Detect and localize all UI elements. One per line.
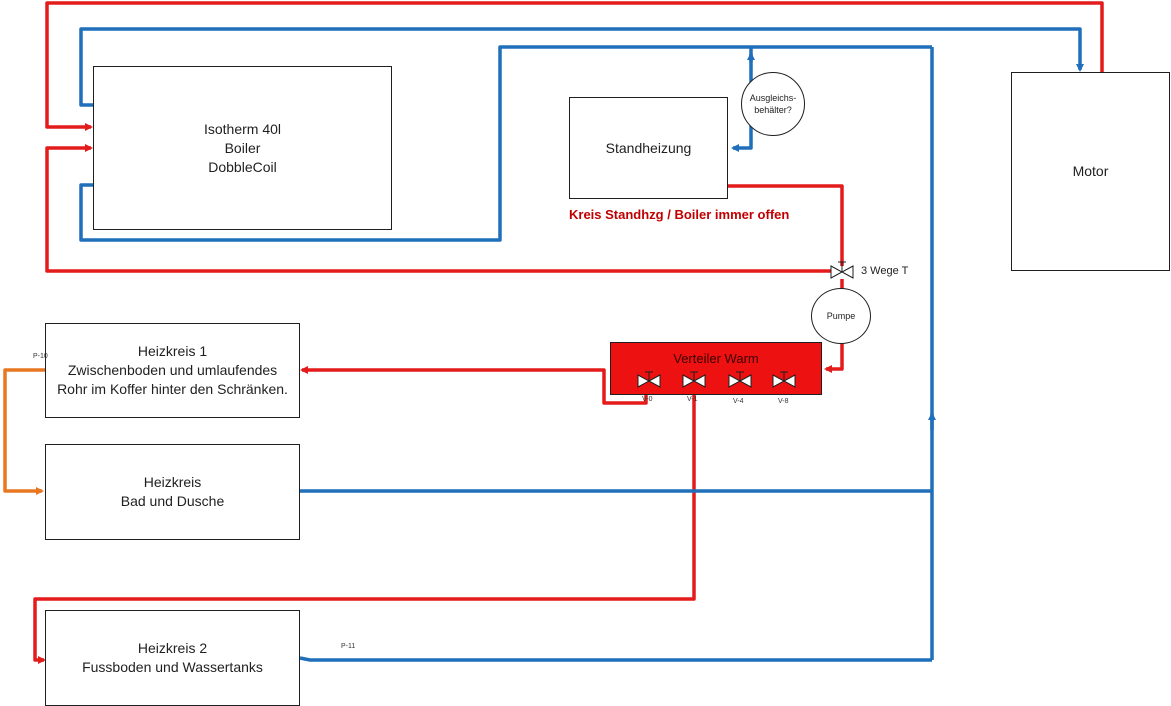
verteiler-title: Verteiler Warm — [673, 351, 759, 366]
pipe-heizkreis2-return-cold — [299, 656, 932, 662]
boiler-line-1: Isotherm 40l — [203, 120, 282, 137]
pipe-valve-to-boiler-hot — [45, 144, 832, 273]
pump-label: Pumpe — [826, 311, 856, 321]
ausgleich-line-1: Ausgleichs- — [749, 93, 797, 103]
pipe-standheizung-to-valve-hot — [728, 184, 844, 266]
valve-v4 — [728, 371, 752, 388]
valve-v0 — [637, 371, 661, 388]
pipe-label-p10: P-10 — [33, 353, 48, 360]
valve-label-v0: V-0 — [642, 396, 653, 403]
standheizung-label: Standheizung — [605, 139, 692, 156]
bad-line-2: Bad und Dusche — [120, 493, 225, 509]
ausgleich-line-2: behälter? — [754, 105, 792, 115]
pipe-label-p11: P-11 — [341, 643, 356, 650]
valve-v1 — [682, 371, 706, 388]
pipe-boiler-return-cold — [79, 45, 932, 242]
pipe-pump-to-verteiler-hot — [824, 342, 844, 373]
bad-box: Heizkreis Bad und Dusche — [45, 444, 300, 540]
heizkreis2-line-2: Fussboden und Wassertanks — [82, 659, 263, 675]
pipe-heizkreis1-to-bad — [3, 368, 45, 495]
boiler-line-2: Boiler — [224, 139, 261, 156]
pipe-verteiler-to-heizkreis2-hot — [33, 392, 696, 664]
heizkreis2-box: Heizkreis 2 Fussboden und Wassertanks — [45, 610, 300, 706]
three-way-valve-label: 3 Wege T — [861, 265, 909, 277]
pump: Pumpe — [811, 288, 871, 344]
pipe-motor-to-boiler-hot — [45, 1, 1104, 131]
verteiler-warm: Verteiler Warm — [610, 342, 822, 395]
three-way-valve — [830, 261, 854, 279]
standheizung-box: Standheizung — [569, 97, 728, 199]
valve-label-v8: V-8 — [778, 398, 789, 405]
bad-line-1: Heizkreis — [143, 474, 202, 490]
verteiler-valves — [637, 371, 796, 388]
heizkreis2-line-1: Heizkreis 2 — [137, 640, 208, 656]
boiler-box: Isotherm 40l Boiler DobbleCoil — [93, 66, 392, 230]
heizkreis1-box: Heizkreis 1 Zwischenboden und umlaufende… — [45, 323, 300, 418]
heizkreis1-line-1: Heizkreis 1 — [137, 343, 208, 359]
pipe-verteiler-to-heizkreis1-hot — [300, 366, 648, 405]
boiler-line-3: DobbleCoil — [208, 158, 277, 175]
circuit-note: Kreis Standhzg / Boiler immer offen — [569, 207, 790, 222]
pipe-boiler-to-motor-cold — [79, 27, 1084, 107]
valve-label-v1: V-1 — [687, 396, 698, 403]
ausgleichsbehaelter: Ausgleichs- behälter? — [741, 72, 805, 136]
motor-label: Motor — [1072, 163, 1109, 179]
heizkreis1-line-2: Zwischenboden und umlaufendes — [67, 362, 278, 378]
valve-v8 — [772, 371, 796, 388]
motor-box: Motor — [1011, 72, 1170, 271]
valve-label-v4: V-4 — [733, 398, 744, 405]
heizkreis1-line-3: Rohr im Koffer hinter den Schränken. — [57, 381, 288, 397]
